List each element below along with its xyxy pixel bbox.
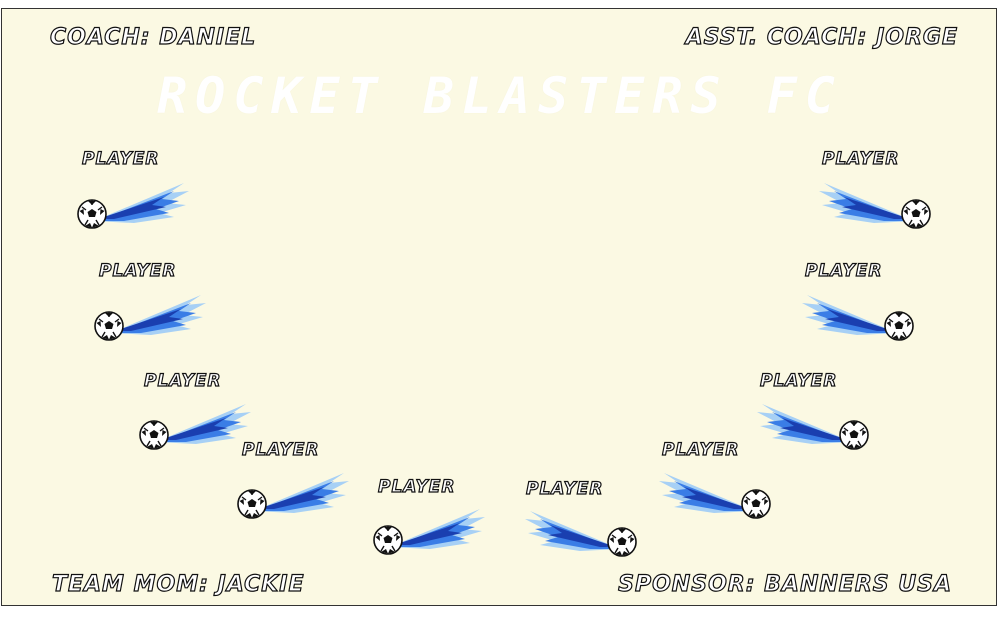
- player-name-1: PLAYER: [81, 148, 160, 169]
- player-ball-7: [654, 471, 774, 521]
- soccer-ball-icon: [884, 311, 914, 341]
- player-ball-8: [752, 402, 872, 452]
- player-ball-9: [797, 293, 917, 343]
- player-ball-2: [91, 293, 211, 343]
- player-name-4: PLAYER: [241, 439, 320, 460]
- player-name-9: PLAYER: [804, 260, 883, 281]
- soccer-ball-icon: [607, 527, 637, 557]
- soccer-ball-icon: [77, 199, 107, 229]
- player-ball-5: [370, 507, 490, 557]
- player-name-6: PLAYER: [525, 478, 604, 499]
- flame-trail-icon: [525, 511, 620, 551]
- soccer-ball-icon: [839, 420, 869, 450]
- flame-trail-icon: [390, 509, 485, 549]
- player-name-2: PLAYER: [98, 260, 177, 281]
- team-title: ROCKET BLASTERS FC: [157, 67, 843, 125]
- soccer-ball-icon: [901, 199, 931, 229]
- flame-trail-icon: [802, 295, 897, 335]
- player-name-5: PLAYER: [377, 476, 456, 497]
- flame-trail-icon: [757, 404, 852, 444]
- soccer-ball-icon: [139, 420, 169, 450]
- player-ball-1: [74, 181, 194, 231]
- soccer-ball-icon: [237, 489, 267, 519]
- team-banner: ROCKET BLASTERS FC COACH: DANIEL ASST. C…: [1, 8, 997, 606]
- player-name-8: PLAYER: [759, 370, 838, 391]
- flame-trail-icon: [254, 473, 349, 513]
- flame-trail-icon: [111, 295, 206, 335]
- player-name-3: PLAYER: [143, 370, 222, 391]
- flame-trail-icon: [94, 183, 189, 223]
- coach-label: COACH: DANIEL: [49, 24, 257, 50]
- player-ball-4: [234, 471, 354, 521]
- player-ball-6: [520, 509, 640, 559]
- soccer-ball-icon: [94, 311, 124, 341]
- player-ball-3: [136, 402, 256, 452]
- flame-trail-icon: [156, 404, 251, 444]
- asst-coach-label: ASST. COACH: JORGE: [685, 24, 958, 50]
- flame-trail-icon: [819, 183, 914, 223]
- player-name-10: PLAYER: [821, 148, 900, 169]
- player-ball-10: [814, 181, 934, 231]
- soccer-ball-icon: [373, 525, 403, 555]
- flame-trail-icon: [659, 473, 754, 513]
- soccer-ball-icon: [741, 489, 771, 519]
- team-mom-label: TEAM MOM: JACKIE: [51, 571, 305, 597]
- sponsor-label: SPONSOR: BANNERS USA: [618, 571, 952, 597]
- player-name-7: PLAYER: [661, 439, 740, 460]
